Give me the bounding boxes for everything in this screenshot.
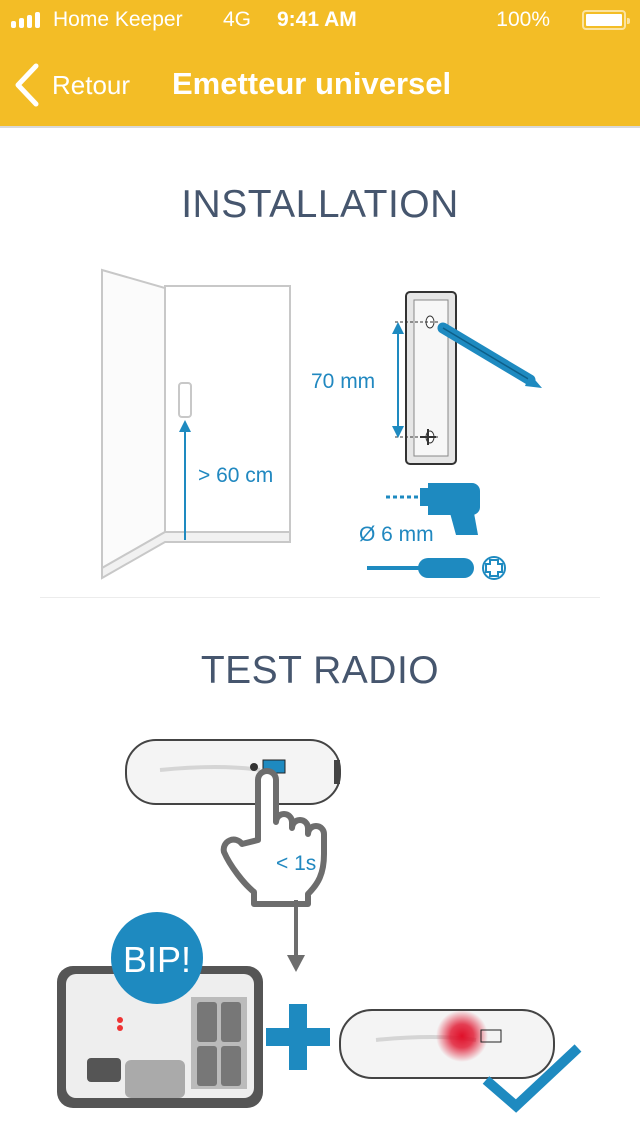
drill-icon <box>386 483 480 535</box>
alarm-hub-device <box>57 966 263 1108</box>
carrier-name: Home Keeper <box>53 8 183 31</box>
battery-percent: 100% <box>496 8 550 31</box>
spacing-label: 70 mm <box>311 370 375 393</box>
test-radio-heading: TEST RADIO <box>200 649 440 692</box>
chevron-left-icon <box>15 63 39 107</box>
checkmark-icon <box>482 1044 582 1113</box>
beep-label: BIP! <box>123 939 191 980</box>
section-divider <box>40 597 600 598</box>
screwdriver-icon <box>367 558 474 578</box>
bracket-illustration <box>395 291 457 465</box>
installation-heading: INSTALLATION <box>181 183 459 226</box>
back-label: Retour <box>52 69 131 100</box>
navigation-bar: Home Keeper 4G 9:41 AM 100% Retour Emett… <box>0 0 640 128</box>
plus-icon <box>266 1004 330 1070</box>
down-arrow <box>287 900 305 972</box>
pencil-icon <box>437 322 542 388</box>
press-duration-label: < 1s <box>276 852 316 875</box>
status-bar: Home Keeper 4G 9:41 AM 100% <box>0 8 640 34</box>
battery-icon <box>582 10 630 30</box>
spacing-arrow <box>392 322 404 438</box>
height-label: > 60 cm <box>198 464 273 487</box>
network-type: 4G <box>223 8 252 31</box>
beep-badge: BIP! <box>111 912 203 1004</box>
sensor-device <box>125 739 341 805</box>
signal-icon <box>11 12 40 28</box>
drill-diameter-label: Ø 6 mm <box>359 523 434 546</box>
hand-press-icon <box>220 768 327 907</box>
phillips-head-icon <box>482 556 506 580</box>
back-button[interactable]: Retour <box>14 62 130 108</box>
sensor-led-device <box>339 1009 555 1079</box>
door-illustration <box>101 268 291 580</box>
height-arrow <box>179 420 191 540</box>
page-title: Emetteur universel <box>172 66 452 101</box>
clock: 9:41 AM <box>277 8 357 31</box>
